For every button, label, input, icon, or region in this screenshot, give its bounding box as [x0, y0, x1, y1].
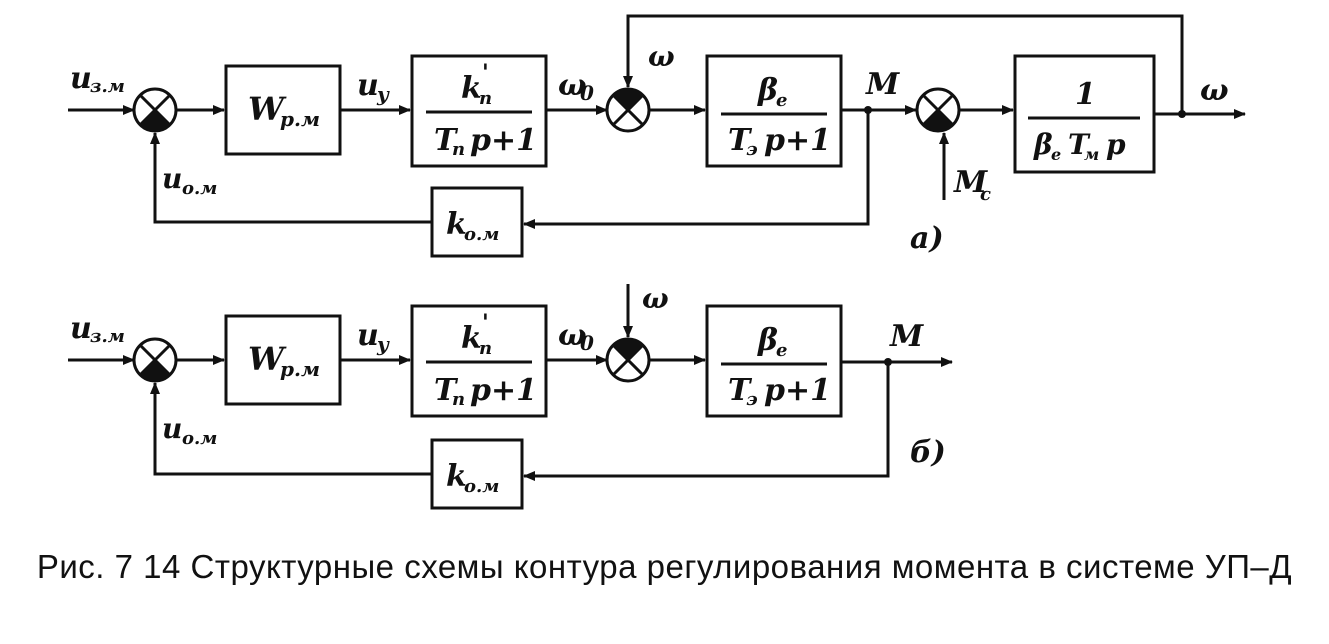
- feedback-block-b: [430, 438, 524, 510]
- feedback-sub-b: о.м: [182, 428, 217, 449]
- figure-caption: Рис. 7 14 Структурные схемы контура регу…: [36, 548, 1293, 585]
- armature-den-b: T: [728, 373, 753, 408]
- armature-num-sub-a: е: [776, 90, 787, 111]
- input-sub-a: з.м: [90, 76, 125, 97]
- omega0-sub-a: 0: [580, 81, 594, 105]
- converter-den-tail-b: p+1: [470, 373, 537, 408]
- converter-num-sub-a: п: [479, 88, 492, 109]
- diagram-tag-a: a): [910, 221, 944, 256]
- summing-junction-3-a: [915, 87, 961, 133]
- converter-num-b: k: [461, 321, 482, 356]
- uy-label-b: u: [357, 318, 379, 353]
- m-label-a: M: [865, 67, 900, 102]
- converter-den-sub-b: п: [452, 389, 465, 410]
- mechanical-den-tail-a: p: [1106, 128, 1126, 161]
- armature-den-sub-b: э: [746, 389, 758, 410]
- omega0-label-b: ω: [558, 318, 587, 353]
- armature-block-b: [705, 304, 843, 418]
- armature-num-a: β: [757, 73, 778, 108]
- uy-label-a: u: [357, 68, 379, 103]
- uy-sub-b: у: [376, 332, 390, 356]
- armature-num-sub-b: е: [776, 340, 787, 361]
- controller-sub-b: р.м: [280, 357, 320, 381]
- input-label-a: u: [70, 61, 92, 96]
- summing-junction-2-b: [605, 337, 651, 383]
- mc-sub-a: с: [980, 184, 991, 205]
- speed-feedback-line-a: [623, 14, 1184, 114]
- diagram-tag-b: б): [910, 435, 946, 470]
- uy-sub-a: у: [376, 82, 390, 106]
- omega0-sub-b: 0: [580, 331, 594, 355]
- feedback-block-main-a: k: [446, 207, 467, 242]
- m-label-b: M: [889, 319, 924, 354]
- mechanical-den-t-sub-a: м: [1084, 145, 1099, 164]
- converter-den-tail-a: p+1: [470, 123, 537, 158]
- feedback-block-sub-b: о.м: [464, 476, 499, 497]
- converter-num-sub-b: п: [479, 338, 492, 359]
- controller-sub-a: р.м: [280, 107, 320, 131]
- feedback-block-sub-a: о.м: [464, 224, 499, 245]
- mechanical-den-t-a: T: [1068, 128, 1091, 161]
- mechanical-num-a: 1: [1075, 77, 1096, 112]
- diagram-a: u з.м W р.м u у k п ' T п p+1 ω 0: [68, 14, 1246, 258]
- mechanical-den-b-sub-a: е: [1051, 145, 1061, 164]
- armature-den-a: T: [728, 123, 753, 158]
- mc-label-a: M: [953, 165, 988, 200]
- omega0-label-a: ω: [558, 68, 587, 103]
- feedback-to-summer-b: [150, 382, 432, 476]
- input-label-b: u: [70, 311, 92, 346]
- moment-feedback-line-a: [523, 110, 870, 229]
- converter-num-a: k: [461, 71, 482, 106]
- feedback-to-summer-a: [150, 132, 432, 224]
- armature-num-b: β: [757, 323, 778, 358]
- block-diagram: u з.м W р.м u у k п ' T п p+1 ω 0: [68, 14, 1246, 510]
- feedback-label-a: u: [162, 162, 182, 195]
- converter-den-a: T: [434, 123, 459, 158]
- summing-junction-2-a: [605, 87, 651, 133]
- diagram-b: u з.м W р.м u у k п ' T п p+1 ω 0: [68, 282, 953, 510]
- feedback-block-main-b: k: [446, 459, 467, 494]
- summing-junction-1-b: [132, 337, 178, 383]
- converter-den-b: T: [434, 373, 459, 408]
- summing-junction-1-a: [132, 87, 178, 133]
- mechanical-block-a: [1013, 54, 1156, 174]
- mechanical-den-b-a: β: [1033, 128, 1053, 161]
- moment-feedback-line-b: [523, 362, 890, 481]
- armature-den-sub-a: э: [746, 139, 758, 160]
- converter-num-sup-b: ': [482, 310, 489, 336]
- feedback-label-b: u: [162, 412, 182, 445]
- controller-main-b: W: [248, 340, 287, 378]
- armature-den-tail-a: p+1: [764, 123, 831, 158]
- feedback-sub-a: о.м: [182, 178, 217, 199]
- armature-den-tail-b: p+1: [764, 373, 831, 408]
- omega-fb-label-a: ω: [648, 40, 675, 73]
- input-sub-b: з.м: [90, 326, 125, 347]
- controller-block-b: [224, 314, 342, 406]
- controller-main-a: W: [248, 90, 287, 128]
- controller-block-a: [224, 64, 342, 156]
- converter-den-sub-a: п: [452, 139, 465, 160]
- output-label-a: ω: [1200, 73, 1229, 108]
- omega-in-label-b: ω: [642, 282, 669, 315]
- converter-num-sup-a: ': [482, 60, 489, 86]
